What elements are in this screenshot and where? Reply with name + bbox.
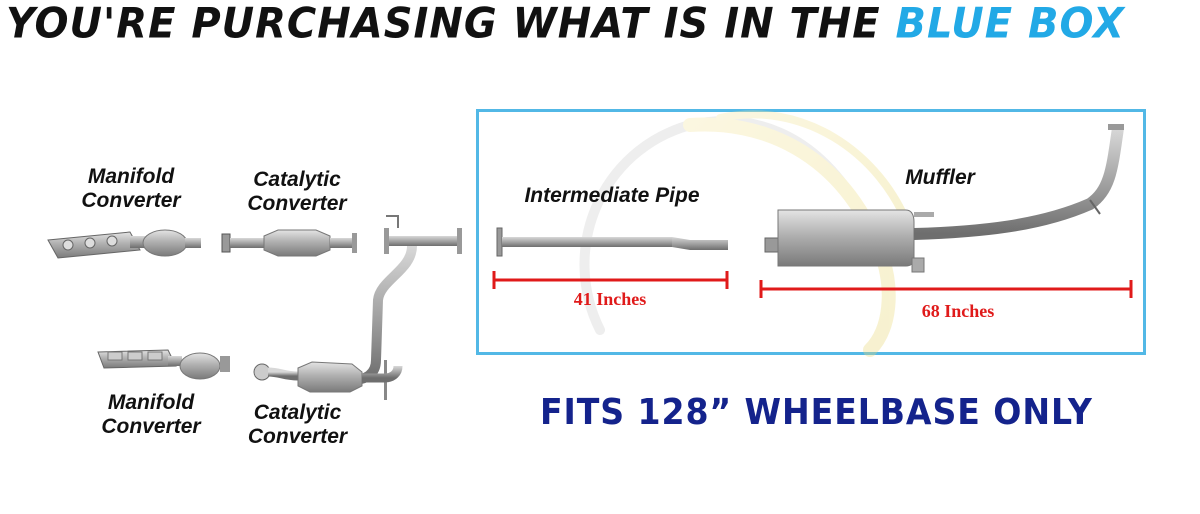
label-muffler: Muffler [905, 166, 975, 189]
fitment-note: FITS 128” WHEELBASE ONLY [540, 392, 1093, 433]
headline-text: YOU'RE PURCHASING WHAT IS IN THE [6, 0, 881, 49]
y-pipe [351, 215, 462, 400]
manifold-converter-top [47, 229, 201, 259]
label-manifold-converter-top: Manifold Converter [81, 165, 181, 212]
catalytic-converter-bottom [253, 361, 403, 393]
intermediate-pipe [496, 227, 728, 257]
manifold-converter-bottom [97, 349, 230, 380]
headline-highlight: BLUE BOX [895, 0, 1125, 49]
label-intermediate-pipe: Intermediate Pipe [524, 184, 700, 207]
dimension-bar-intermediate [492, 271, 729, 289]
label-manifold-converter-bottom: Manifold Converter [101, 391, 201, 438]
dimension-label-intermediate: 41 Inches [573, 289, 647, 309]
headline: YOU'RE PURCHASING WHAT IS IN THE BLUE BO… [6, 0, 1196, 49]
label-catalytic-converter-top: Catalytic Converter [247, 168, 347, 215]
purchase-box [476, 109, 1146, 355]
catalytic-converter-top [221, 229, 357, 257]
muffler-assembly [764, 124, 1124, 273]
dimension-bar-muffler [759, 280, 1133, 298]
dimension-label-muffler: 68 Inches [921, 301, 995, 321]
label-catalytic-converter-bottom: Catalytic Converter [247, 401, 348, 448]
